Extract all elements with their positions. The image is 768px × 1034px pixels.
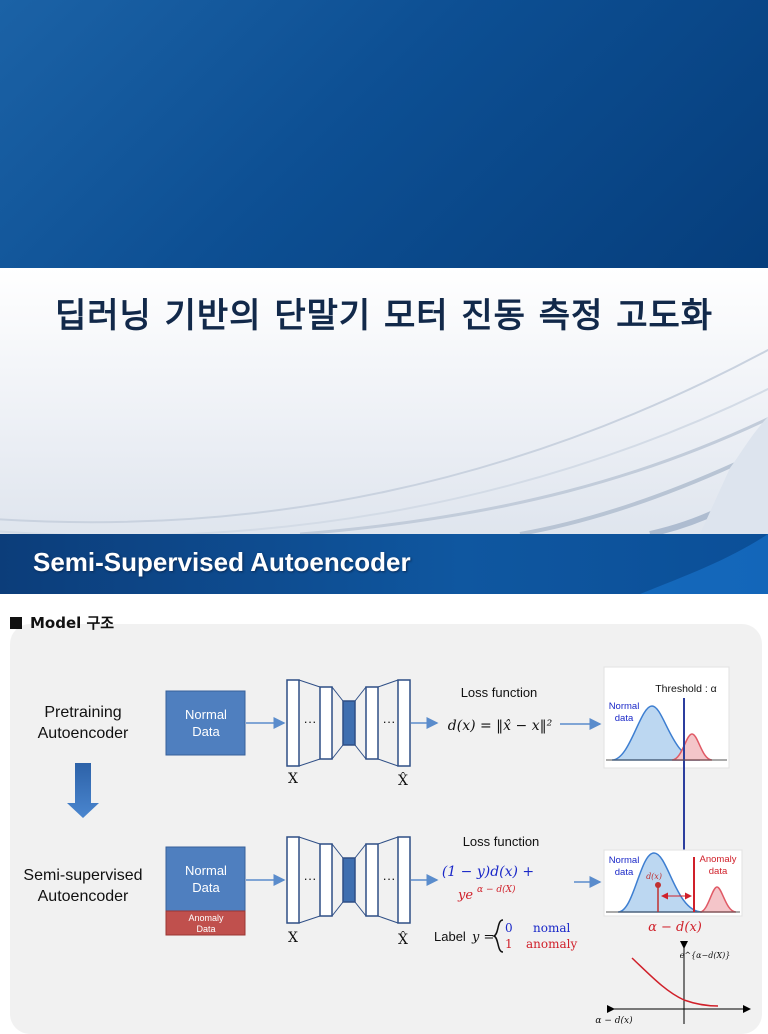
margin-formula: α − d(x) [648,920,702,935]
stage2-data-line2: Data [192,880,220,895]
stage2-network [286,836,411,924]
stage2-dist-anomaly-line2: data [709,866,728,877]
stage1-loss-title: Loss function [461,685,538,700]
stage1-data-line2: Data [192,724,220,739]
stage2-dist-marker: d(x) [646,872,662,881]
stage1-dist-normal-line1: Normal [609,701,640,712]
slide-title: 딥러닝 기반의 단말기 모터 진동 측정 고도화 [54,296,714,336]
stage2-anomaly-data-box [165,910,246,936]
stage1-normal-data-box [165,690,246,756]
stage1-distribution-plot [603,666,730,769]
stage1-network [286,679,411,767]
section-banner [0,534,768,594]
stage1-ellipsis-right: ··· [383,714,396,729]
stage1-output-symbol: X̂ [398,771,408,789]
stage2-input-symbol: X [288,930,298,946]
stage2-dist-normal-line1: Normal [609,855,640,866]
stage-flow-arrow-icon [67,763,99,818]
stage2-anomaly-line2: Data [196,924,215,934]
stage2-label-line2: Autoencoder [38,888,129,905]
case0-text: nomal [533,921,570,935]
label-variable: y = [471,930,494,945]
stage1-loss-formula: d(x) = ‖x̂ − x‖² [448,718,553,734]
model-heading: Model 구조 [10,612,114,633]
stage2-label-line1: Semi-supervised [23,867,142,884]
stage2-normal-data-box [165,846,246,912]
title-background [0,268,768,534]
exp-plot-label: e^{α−d(X)} [680,951,731,960]
stage2-anomaly-line1: Anomaly [188,913,224,923]
case0-value: 0 [505,921,513,935]
piecewise-brace-icon [491,919,504,953]
stage2-output-symbol: X̂ [398,930,408,948]
header-band [0,0,768,268]
stage2-data-line1: Normal [185,863,227,878]
stage2-loss-line1: (1 − y)d(x) + [442,864,534,880]
case1-value: 1 [505,937,513,951]
stage1-label-line1: Pretraining [44,704,121,721]
square-bullet-icon [10,617,22,629]
stage1-data-line1: Normal [185,707,227,722]
stage2-loss-line2-base: ye [457,888,473,903]
decorative-swoosh [0,348,768,534]
stage1-threshold-label: Threshold : α [655,683,717,695]
exp-axis-label: α − d(x) [595,1015,633,1024]
stage2-loss-title: Loss function [463,834,540,849]
case1-text: anomaly [526,937,577,951]
stage1-input-symbol: X [288,771,298,787]
exp-plot [607,941,751,1024]
model-heading-text: Model 구조 [30,614,115,632]
stage1-label-line2: Autoencoder [38,725,129,742]
label-prefix: Label [434,929,466,944]
stage2-dist-normal-line2: data [615,867,634,878]
stage2-dist-anomaly-line1: Anomaly [700,854,737,865]
section-title: Semi-Supervised Autoencoder [33,547,411,577]
stage1-ellipsis-left: ··· [304,714,317,729]
stage2-loss-line2-exp: α − d(X) [477,884,516,895]
stage1-dist-normal-line2: data [615,713,634,724]
stage2-ellipsis-left: ··· [304,871,317,886]
stage2-distribution-plot [603,849,743,917]
stage2-ellipsis-right: ··· [383,871,396,886]
